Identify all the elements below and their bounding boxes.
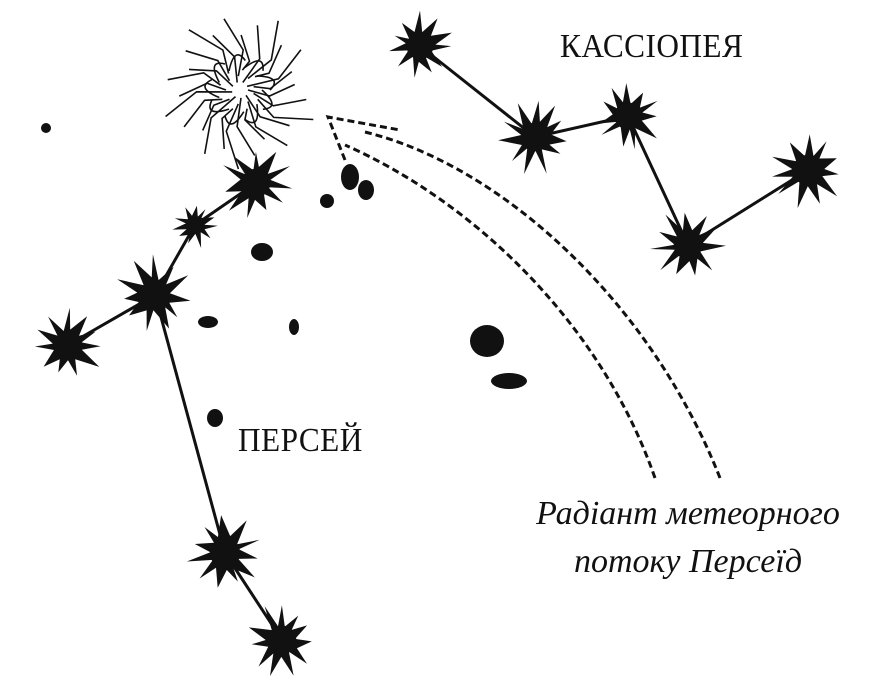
radiant-stroke — [242, 25, 261, 83]
dashed-arrow-icon — [325, 115, 722, 479]
faint-star — [289, 319, 299, 335]
star-core — [406, 32, 434, 60]
faint-star — [358, 180, 374, 200]
faint-star — [320, 194, 334, 208]
radiant-stroke — [201, 98, 230, 131]
faint-star — [470, 325, 504, 357]
radiant-stroke — [253, 92, 307, 107]
faint-star — [251, 243, 273, 261]
perseus-label: ПЕРСЕЙ — [238, 422, 363, 459]
constellation-line — [626, 115, 690, 246]
star-core — [673, 230, 703, 260]
radiant-stroke — [204, 78, 220, 99]
star-core — [241, 168, 271, 198]
star-core — [614, 102, 642, 130]
radiant-stroke — [257, 98, 314, 121]
arrow-head — [325, 115, 401, 161]
star-core — [520, 122, 550, 152]
radiant-stroke — [256, 75, 276, 91]
faint-star — [341, 164, 359, 190]
faint-stars — [41, 123, 527, 427]
radiant-caption-line-1: Радіант метеорного — [536, 495, 840, 532]
faint-star — [491, 373, 527, 389]
radiant-stroke — [225, 103, 240, 170]
radiant-stroke — [183, 98, 223, 128]
radiant-stroke — [261, 89, 273, 111]
radiant-stroke — [188, 68, 234, 87]
cassiopeia-label: КАССІОПЕЯ — [560, 28, 744, 65]
star-core — [267, 625, 297, 655]
faint-star — [41, 123, 51, 133]
radiant-stroke — [167, 71, 222, 86]
radiant-stroke — [224, 111, 245, 125]
constellation-line — [419, 44, 536, 139]
radiant-stroke — [247, 83, 296, 97]
arrow-inner-track — [344, 143, 657, 479]
radiant-stroke — [223, 18, 245, 77]
radiant-stroke — [236, 97, 256, 156]
radiant-stroke — [221, 108, 234, 149]
constellation-line — [153, 294, 227, 554]
star-core — [209, 537, 241, 569]
radiant-stroke — [185, 50, 231, 82]
radiant-stroke — [247, 101, 288, 147]
radiant-stroke — [245, 94, 290, 127]
star-core — [53, 330, 83, 360]
radiant-stroke — [165, 90, 233, 118]
faint-star — [198, 316, 218, 328]
arrow-outer-track — [364, 130, 722, 479]
radiant-stroke — [209, 99, 230, 113]
bright-stars — [34, 10, 839, 677]
star-core — [139, 279, 171, 311]
radiant-stroke — [247, 20, 279, 80]
radiant-stroke — [188, 29, 230, 74]
radiant-stroke — [228, 54, 246, 72]
radiant-caption-line-2: потоку Персеїд — [573, 543, 803, 580]
radiant-stroke — [243, 60, 264, 71]
radiant-stroke — [246, 49, 302, 88]
radiant-stroke — [213, 62, 226, 83]
star-core — [792, 154, 824, 186]
radiant-stroke — [253, 70, 293, 90]
faint-star — [207, 409, 223, 427]
radiant-stroke — [178, 82, 227, 97]
radiant-stroke — [244, 103, 259, 124]
radiant-burst-icon — [165, 18, 314, 170]
radiant-stroke — [203, 95, 237, 155]
radiant-stroke — [244, 108, 266, 140]
star-core — [185, 215, 205, 235]
